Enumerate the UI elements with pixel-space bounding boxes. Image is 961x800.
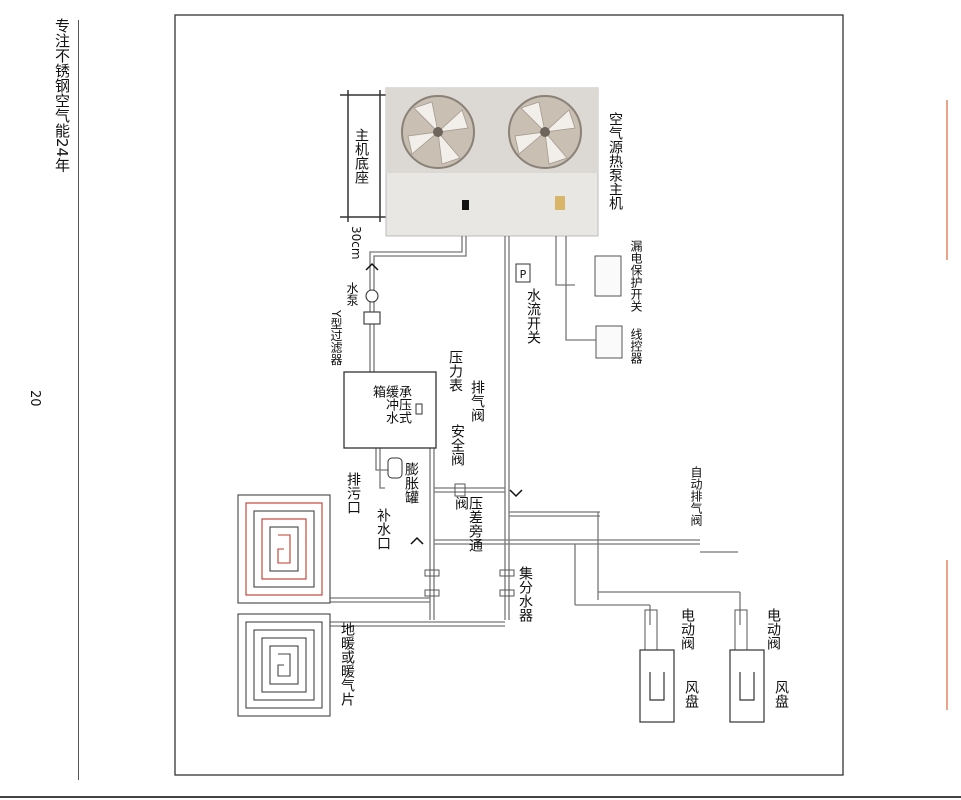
label-y-filter: Y型过滤器: [329, 310, 343, 366]
heat-pump-unit: [385, 87, 599, 237]
floor-heating-coil-top: [237, 494, 331, 604]
label-buffer-tank: 承压式缓冲水箱: [370, 385, 411, 424]
valve-fittings: [424, 483, 748, 651]
water-pump-symbol: [363, 289, 381, 325]
diagram-frame: [174, 14, 844, 776]
page-number: 20: [27, 390, 42, 407]
expansion-tank-symbol: [387, 457, 403, 479]
label-flow-switch: 水流开关: [525, 288, 541, 344]
label-distance: 30cm: [349, 226, 363, 260]
label-air-vent: 排气阀: [469, 380, 485, 422]
accent-mark-bottom: [946, 560, 948, 710]
flow-switch-symbol: [515, 263, 531, 283]
fan-coil-units: [639, 649, 765, 723]
label-drain: 排污口: [345, 472, 361, 514]
floor-heating-coil-bottom: [237, 613, 331, 717]
label-manifold: 集分水器: [517, 566, 533, 622]
margin-rule: [78, 20, 79, 780]
side-title: 专注不锈钢空气能24年: [53, 18, 71, 173]
label-pump: 水泵: [345, 282, 359, 306]
flow-arrows: [365, 262, 523, 545]
label-bypass-valve: 压差旁通阀: [453, 496, 483, 552]
bottom-edge: [0, 796, 961, 798]
label-safety-valve: 安全阀: [449, 424, 465, 466]
label-makeup-water: 补水口: [375, 508, 391, 550]
label-fan-coil-1: 风盘: [683, 680, 699, 708]
tank-gauge: [415, 403, 423, 415]
label-electric-valve-2: 电动阀: [765, 608, 781, 650]
label-heat-pump: 空气源热泵主机: [607, 112, 623, 210]
label-electric-valve-1: 电动阀: [679, 608, 695, 650]
electrical-boxes: [594, 255, 623, 359]
label-controller: 线控器: [629, 328, 643, 364]
label-auto-air-vent: 自动排气阀: [689, 466, 703, 526]
pressure-symbol-text: P: [520, 268, 527, 281]
label-pressure-gauge: 压力表: [447, 350, 463, 392]
label-fan-coil-2: 风盘: [773, 680, 789, 708]
label-base: 主机底座: [353, 128, 369, 184]
accent-mark-top: [946, 100, 948, 260]
label-expansion-tank: 膨胀罐: [403, 462, 419, 504]
label-floor-heating: 地暖或暖气片: [339, 622, 355, 706]
machine-base: [340, 90, 386, 222]
label-leakage-switch: 漏电保护开关: [629, 240, 643, 312]
